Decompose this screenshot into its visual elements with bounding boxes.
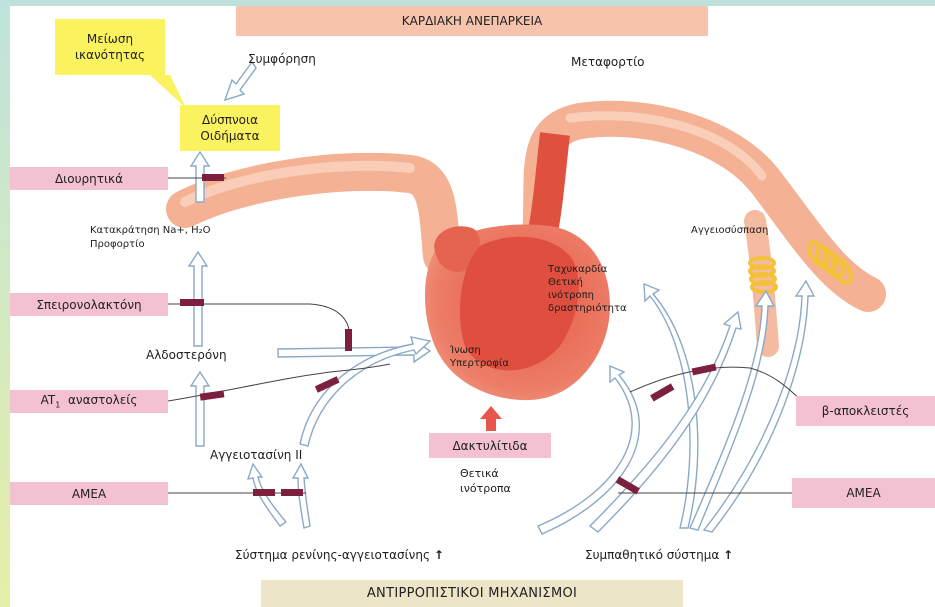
arrow-symp-heart-2 [644,284,698,528]
drug-diuretics: Διουρητικά [10,167,168,190]
label-retention: Κατακράτηση Na+, H₂O Προφορτίο [90,224,211,252]
label-sympathetic-text: Συμπαθητικό σύστημα [585,548,719,562]
label-fibrosis: Ίνωση [450,344,509,357]
drug-digitalis-label: Δακτυλίτιδα [452,439,527,453]
label-congestion: Συμφόρηση [248,52,316,66]
label-positive-inotropes: Θετικά ινότροπα [460,466,511,496]
drug-spironolactone: Σπειρονολακτόνη [10,293,168,316]
callout-line-1: Μείωση [87,31,133,47]
drug-at1-inhibitors: AT1 αναστολείς [10,390,168,413]
drug-acei-right: ΑΜΕΑ [792,478,935,508]
arrow-angiotensin-up [191,372,209,446]
drug-diuretics-label: Διουρητικά [55,172,123,186]
callout-reduced-capacity: Μείωση ικανότητας [55,19,165,75]
label-heart-effects: Ταχυκαρδία Θετική ινότροπη δραστηριότητα [548,263,627,315]
arrow-congestion [225,62,256,100]
label-vasoconstriction: Αγγειοσύσπαση [691,224,768,238]
bar-acei-1 [253,489,275,496]
sympathetic-up-arrow: ↑ [723,548,733,562]
label-raas: Σύστημα ρενίνης-αγγειοτασίνης ↑ [235,548,444,562]
drug-digitalis: Δακτυλίτιδα [429,433,551,458]
bar-acei-2 [281,489,303,496]
label-heart-center: Ίνωση Υπερτροφία [450,344,509,370]
title-compensatory-text: ΑΝΤΙΡΡΟΠΙΣΤΙΚΟΙ ΜΗΧΑΝΙΣΜΟΙ [367,586,577,601]
label-hypertrophy: Υπερτροφία [450,357,509,370]
frame-left-border [0,0,10,607]
callout-line-2: ικανότητας [75,47,145,63]
label-aldosterone: Αλδοστερόνη [146,348,227,362]
arrow-symp-vaso-3 [590,312,741,532]
callout-pointer [150,75,186,108]
label-tachycardia: Ταχυκαρδία [548,263,627,276]
drug-beta-blockers-label: β-αποκλειστές [822,404,910,418]
drug-spironolactone-label: Σπειρονολακτόνη [36,298,141,312]
drug-beta-blockers: β-αποκλειστές [796,396,935,426]
label-positive-2: ινότροπα [460,481,511,496]
drug-acei-right-label: ΑΜΕΑ [846,486,880,500]
label-activity: δραστηριότητα [548,302,627,315]
digitalis-arrow [480,406,502,431]
label-positive: Θετική [548,276,627,289]
symptoms-box: Δύσπνοια Οιδήματα [180,105,280,151]
label-retention-line2: Προφορτίο [90,238,211,252]
label-inotropic: ινότροπη [548,289,627,302]
bar-diuretics [202,174,224,181]
drug-acei-left: ΑΜΕΑ [10,482,168,505]
label-sympathetic: Συμπαθητικό σύστημα ↑ [585,548,733,562]
title-compensatory: ΑΝΤΙΡΡΟΠΙΣΤΙΚΟΙ ΜΗΧΑΝΙΣΜΟΙ [261,580,683,607]
diagram-canvas: ΚΑΡΔΙΑΚΗ ΑΝΕΠΑΡΚΕΙΑ ΑΝΤΙΡΡΟΠΙΣΤΙΚΟΙ ΜΗΧΑ… [10,6,935,607]
drug-acei-left-label: ΑΜΕΑ [72,487,106,501]
label-retention-line1: Κατακράτηση Na+, H₂O [90,224,211,238]
label-positive-1: Θετικά [460,466,511,481]
drug-at1-label: AT1 αναστολείς [41,393,138,409]
label-afterload: Μεταφορτίο [571,55,644,69]
label-raas-text: Σύστημα ρενίνης-αγγειοτασίνης [235,548,430,562]
symptom-dyspnea: Δύσπνοια [202,112,258,128]
symptom-edema: Οιδήματα [200,128,259,144]
bar-spironolactone-heart [345,329,352,351]
bar-beta-1 [650,383,674,401]
title-heart-failure-text: ΚΑΡΔΙΑΚΗ ΑΝΕΠΑΡΚΕΙΑ [402,14,542,28]
label-angiotensin: Αγγειοτασίνη II [210,448,302,462]
raas-up-arrow: ↑ [434,548,444,562]
bar-spironolactone [180,299,204,306]
title-heart-failure: ΚΑΡΔΙΑΚΗ ΑΝΕΠΑΡΚΕΙΑ [236,6,708,36]
